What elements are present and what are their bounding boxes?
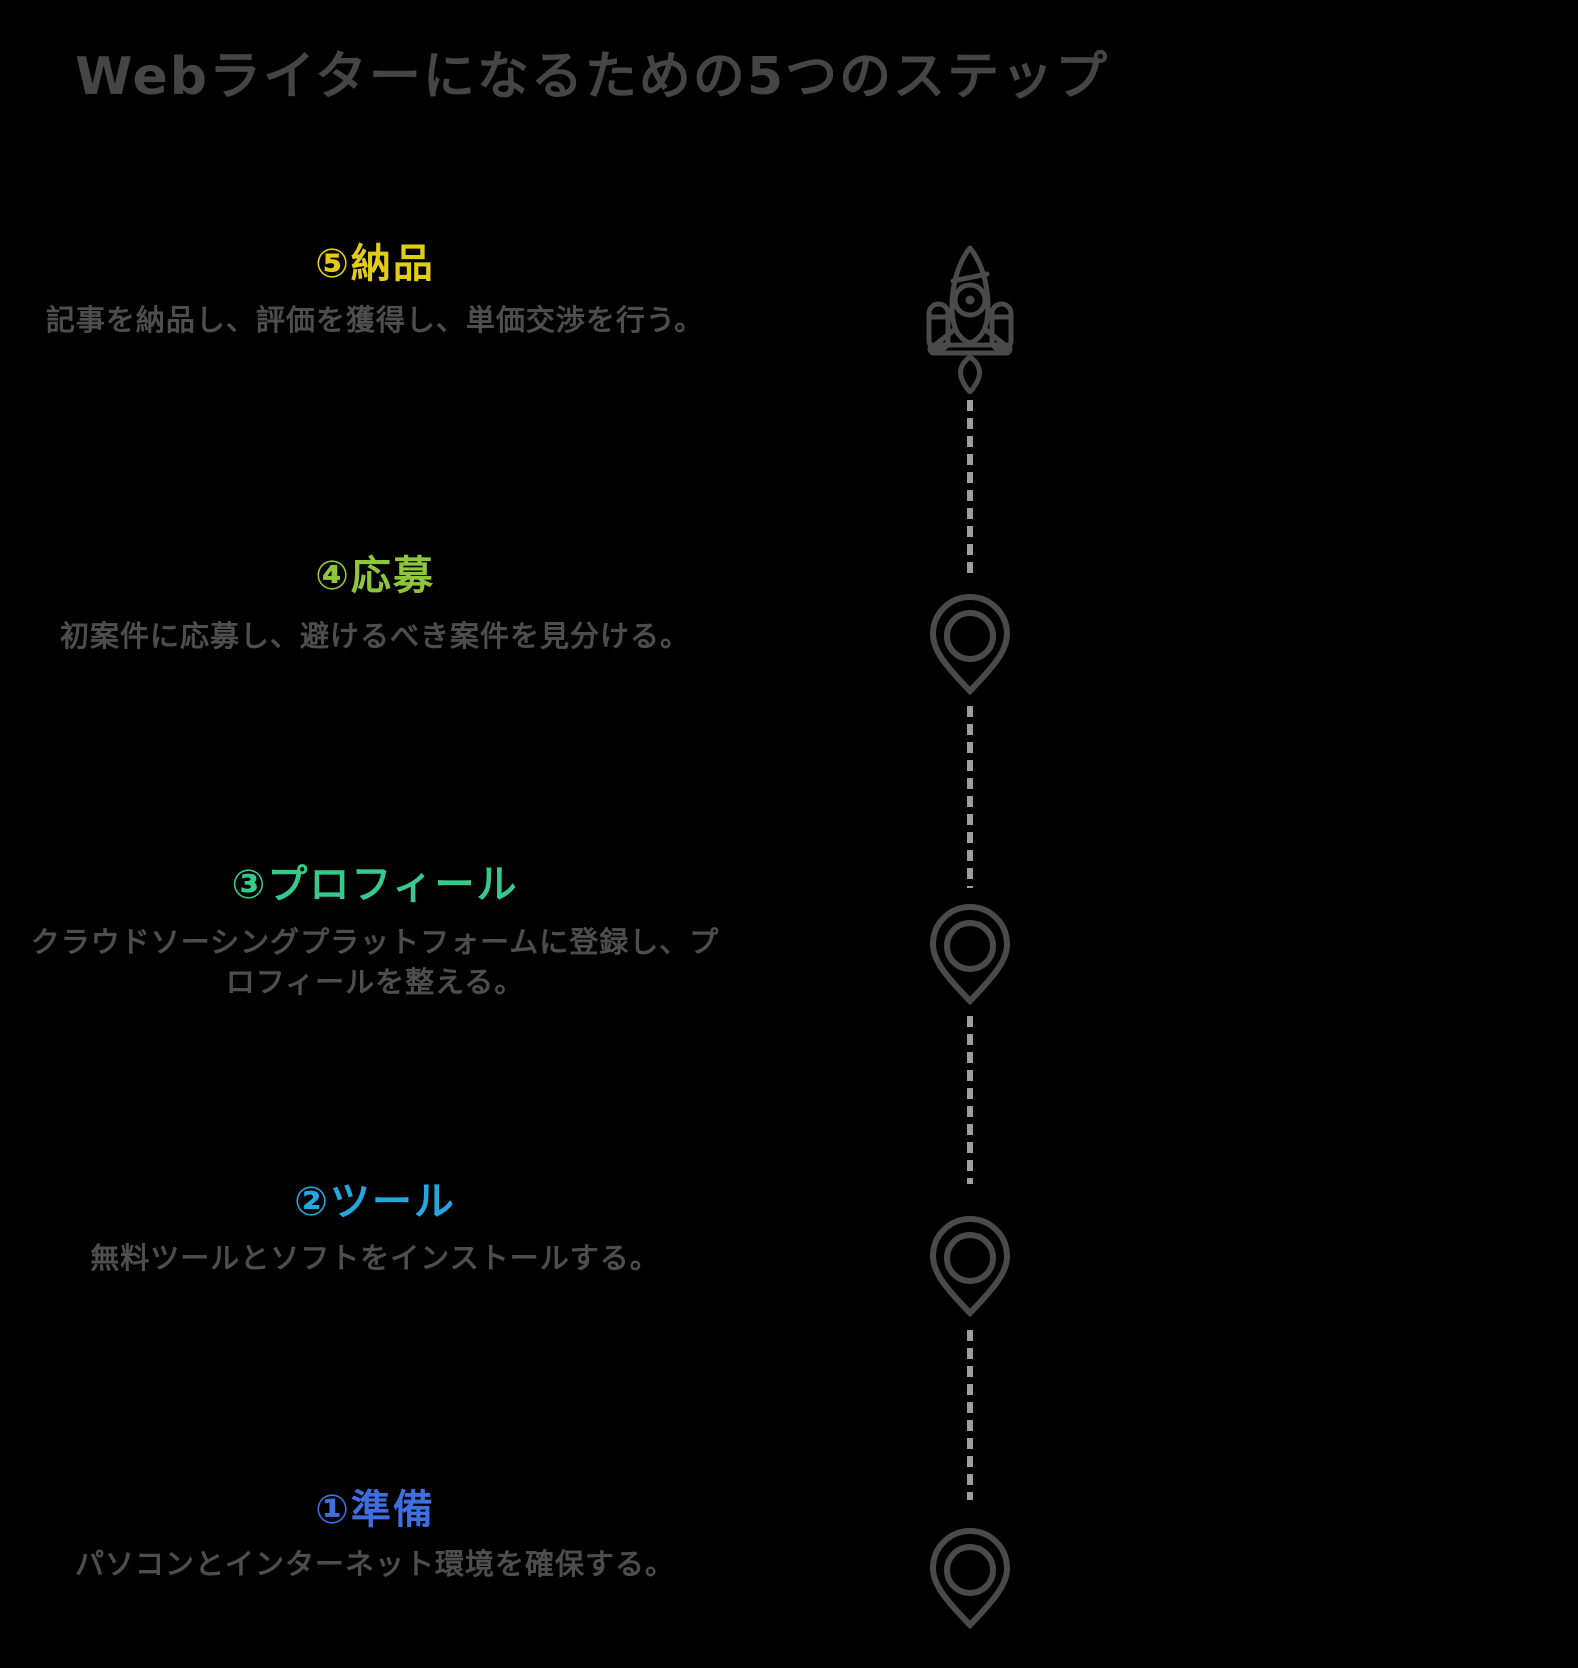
step-3-description: クラウドソーシングプラットフォームに登録し、プ ロフィールを整える。 [30,925,720,999]
page-title: Webライターになるための5つのステップ [75,47,1110,107]
step-4-description: 初案件に応募し、避けるべき案件を見分ける。 [59,619,690,653]
step-5-description: 記事を納品し、評価を獲得し、単価交渉を行う。 [45,303,705,337]
step-2-label: ②ツール [294,1179,456,1225]
location-pin-icon [928,1214,1012,1322]
timeline-dashed-connector [967,1330,973,1500]
timeline-dashed-connector [967,706,973,888]
step-2-description: 無料ツールとソフトをインストールする。 [90,1241,660,1275]
rocket-icon [922,244,1018,398]
location-pin-icon [928,1526,1012,1634]
location-pin-icon [928,902,1012,1010]
timeline-dashed-connector [967,1016,973,1184]
step-5-label: ⑤納品 [315,241,435,287]
location-pin-icon [928,592,1012,700]
step-3-label: ③プロフィール [231,862,519,908]
step-4-label: ④応募 [315,553,435,599]
timeline-dashed-connector [967,400,973,580]
step-1-description: パソコンとインターネット環境を確保する。 [74,1547,675,1581]
step-1-label: ①準備 [315,1487,435,1533]
